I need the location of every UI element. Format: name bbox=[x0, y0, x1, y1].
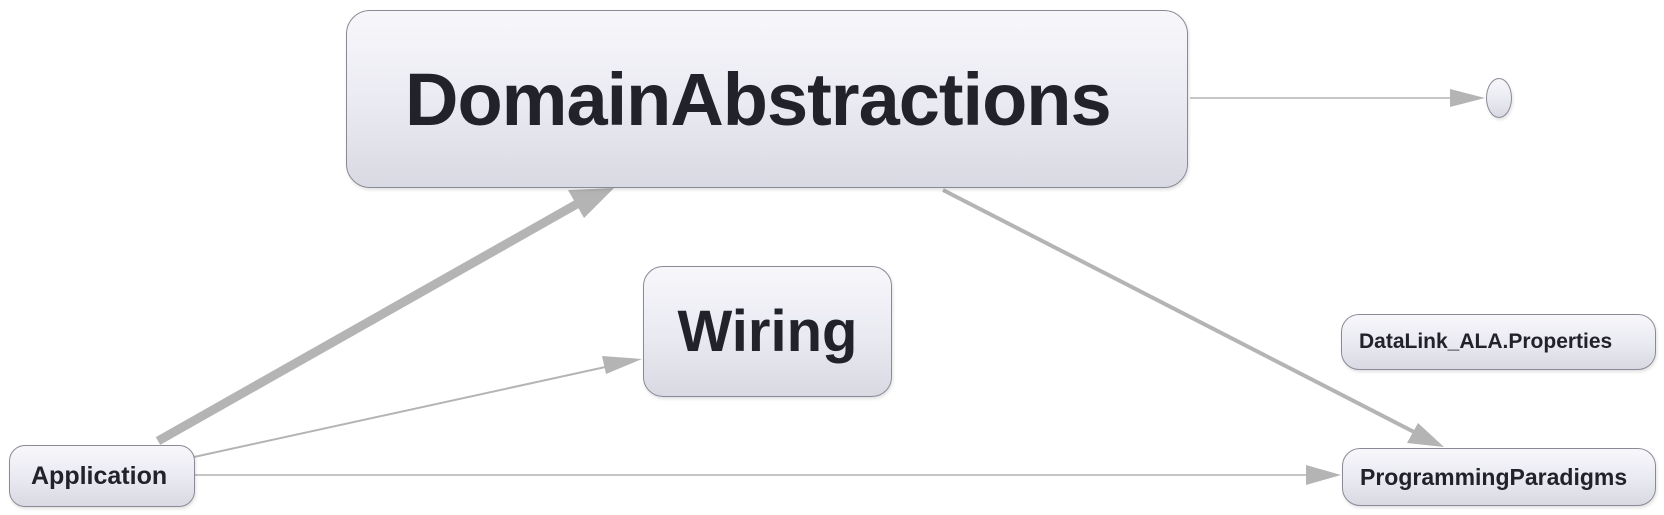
node-domainabstractions[interactable]: DomainAbstractions bbox=[346, 10, 1188, 188]
edge-application-to-domainabstractions bbox=[155, 188, 614, 445]
edge-application-to-wiring bbox=[193, 356, 642, 458]
node-wiring[interactable]: Wiring bbox=[643, 266, 892, 397]
edge-domainabstractions-to-unnamed bbox=[1190, 89, 1485, 107]
node-programmingparadigms[interactable]: ProgrammingParadigms bbox=[1342, 448, 1656, 506]
edge-application-to-programmingparadigms bbox=[195, 465, 1341, 485]
edge-domainabstractions-to-programmingparadigms bbox=[942, 188, 1444, 447]
node-label: Wiring bbox=[677, 299, 858, 364]
node-datalink-ala-properties[interactable]: DataLink_ALA.Properties bbox=[1341, 314, 1656, 370]
node-label: Application bbox=[31, 461, 168, 490]
node-application[interactable]: Application bbox=[9, 445, 195, 507]
node-label: ProgrammingParadigms bbox=[1360, 463, 1628, 490]
node-label: DataLink_ALA.Properties bbox=[1359, 330, 1613, 353]
node-unnamed-ellipse[interactable] bbox=[1486, 78, 1512, 118]
node-label: DomainAbstractions bbox=[405, 57, 1112, 141]
